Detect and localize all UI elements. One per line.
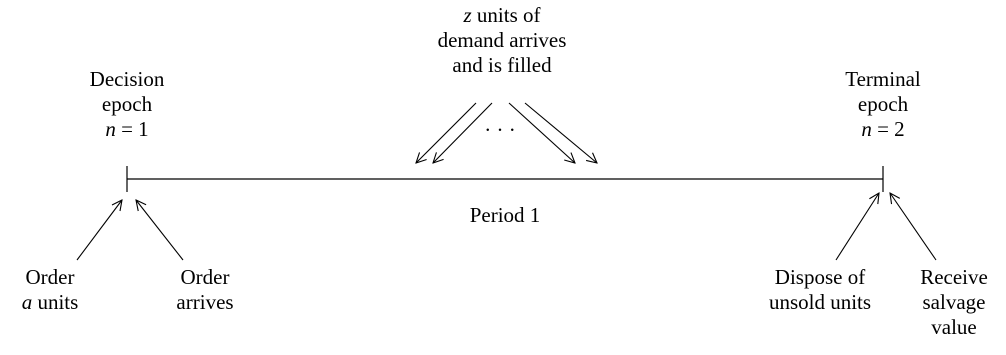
demand-label-line1: units of	[471, 3, 541, 27]
terminal-epoch-line1: Terminal	[845, 67, 921, 91]
order-arrives-line2: arrives	[176, 290, 234, 314]
order-arrives-line1: Order	[180, 265, 230, 289]
period-label: Period 1	[469, 203, 541, 227]
order-units-label: Order a units	[0, 265, 100, 315]
salvage-line2: salvage	[922, 290, 986, 314]
decision-epoch-label: Decision epoch n = 1	[47, 67, 207, 142]
salvage-line3: value	[931, 315, 977, 339]
dispose-arrow	[835, 193, 879, 261]
salvage-arrow	[890, 193, 937, 261]
salvage-line1: Receive	[920, 265, 988, 289]
order-arrives-label: Order arrives	[150, 265, 260, 315]
dispose-line1: Dispose of	[774, 265, 866, 289]
demand-arrow-1	[416, 102, 477, 163]
terminal-epoch-label: Terminal epoch n = 2	[803, 67, 963, 142]
order-units-line1: Order	[25, 265, 75, 289]
terminal-epoch-line2: epoch	[857, 92, 909, 116]
demand-label-line3: and is filled	[452, 53, 552, 77]
demand-arrow-2	[433, 102, 493, 163]
order-arrives-arrow	[136, 200, 184, 261]
order-units-line2: units	[32, 290, 79, 314]
order-units-variable: a	[21, 290, 33, 314]
demand-variable: z	[463, 3, 472, 27]
salvage-label: Receive salvage value	[904, 265, 1004, 340]
decision-epoch-line2: epoch	[101, 92, 153, 116]
demand-label-line2: demand arrives	[437, 28, 567, 52]
terminal-epoch-value: = 2	[871, 117, 905, 141]
demand-arrow-4	[524, 102, 597, 163]
terminal-epoch-variable: n	[861, 117, 872, 141]
decision-epoch-variable: n	[105, 117, 116, 141]
decision-epoch-line1: Decision	[89, 67, 165, 91]
demand-arrow-3	[508, 102, 575, 163]
order-units-arrow	[76, 200, 122, 261]
dispose-label: Dispose of unsold units	[745, 265, 895, 315]
dispose-line2: unsold units	[768, 290, 872, 314]
decision-epoch-value: = 1	[115, 117, 149, 141]
demand-ellipsis: · · ·	[484, 118, 516, 142]
demand-label: z units of demand arrives and is filled	[394, 3, 610, 78]
